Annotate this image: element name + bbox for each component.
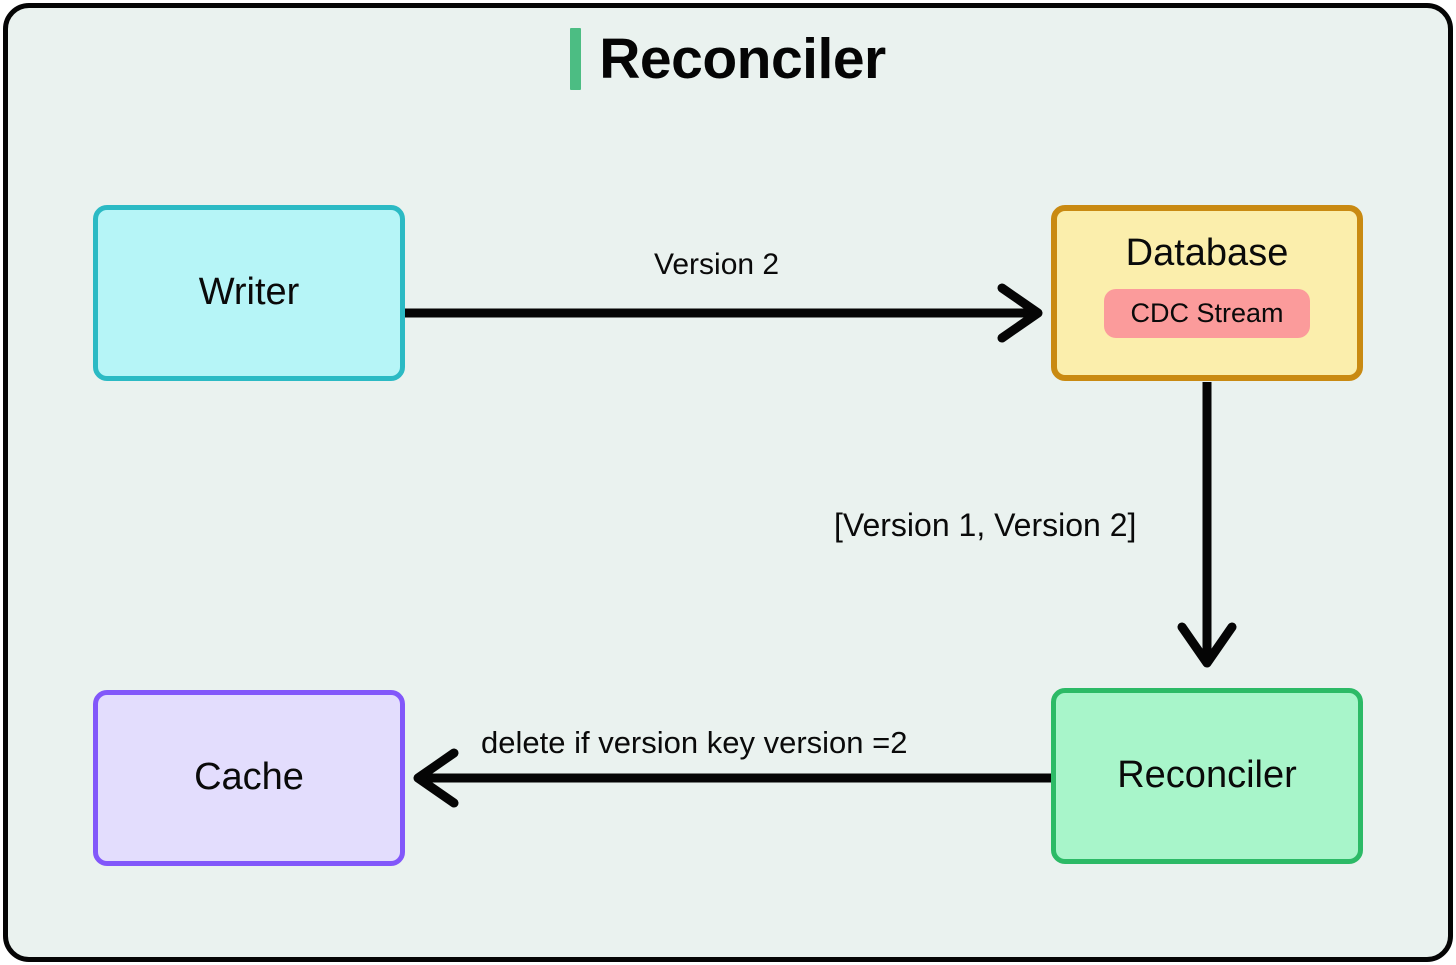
node-writer[interactable]: Writer	[93, 205, 405, 381]
node-reconciler-label: Reconciler	[1117, 754, 1297, 797]
edge-label-reconciler-to-cache: delete if version key version =2	[481, 725, 908, 760]
node-database-label: Database	[1125, 232, 1289, 274]
cdc-stream-badge: CDC Stream	[1104, 288, 1310, 338]
node-writer-label: Writer	[198, 271, 300, 314]
node-reconciler[interactable]: Reconciler	[1051, 688, 1363, 864]
node-cache-label: Cache	[194, 756, 304, 799]
edge-label-database-to-reconciler: [Version 1, Version 2]	[834, 507, 1137, 543]
node-cache[interactable]: Cache	[93, 690, 405, 866]
node-database[interactable]: Database CDC Stream	[1051, 205, 1363, 381]
edge-label-writer-to-database: Version 2	[654, 248, 780, 281]
